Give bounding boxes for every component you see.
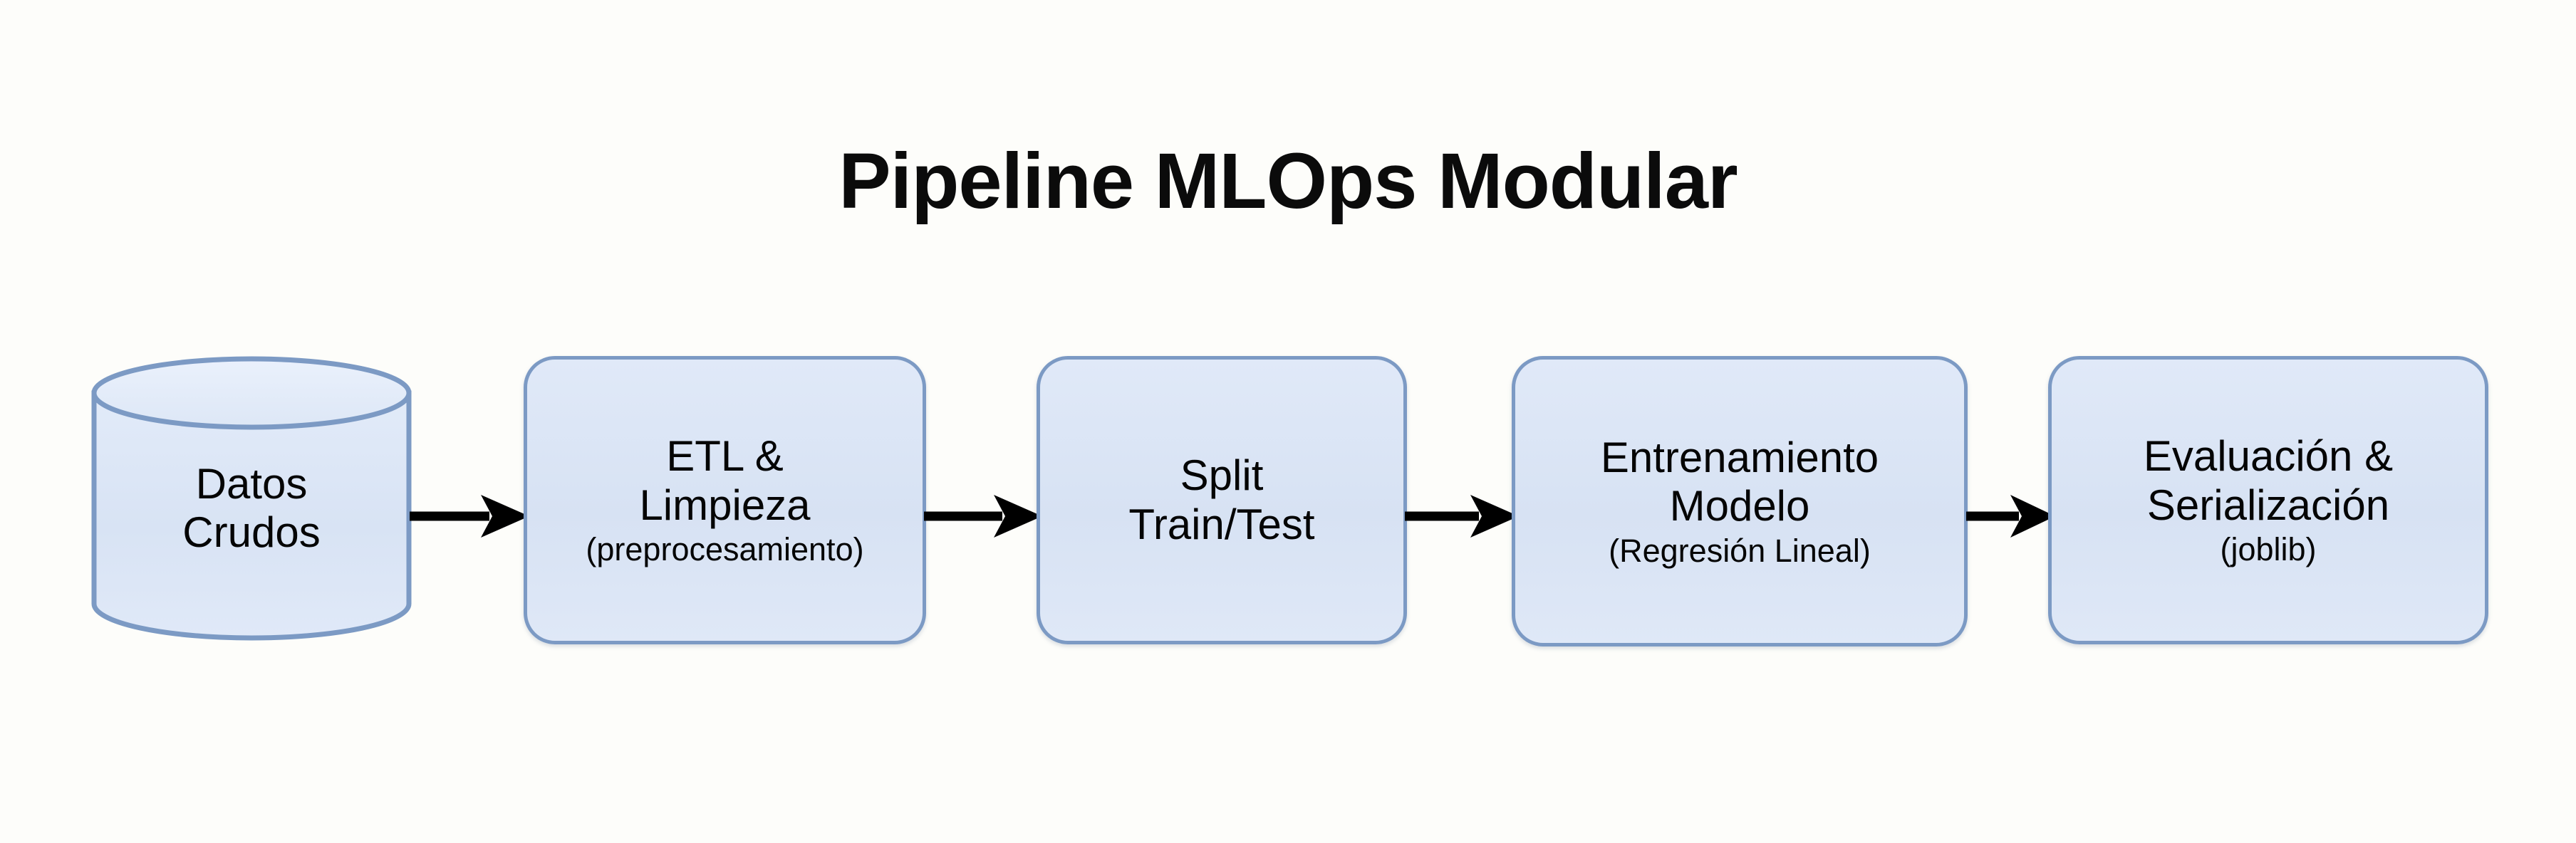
node-split-train-test[interactable]: Split Train/Test xyxy=(1037,356,1407,644)
node-title-line-2: Serialización xyxy=(2146,481,2390,529)
arrow-datos-to-etl xyxy=(410,491,531,541)
node-etl-limpieza[interactable]: ETL & Limpieza (preprocesamiento) xyxy=(524,356,926,644)
node-entrenamiento-modelo[interactable]: Entrenamiento Modelo (Regresión Lineal) xyxy=(1512,356,1968,646)
node-title-line-1: Datos xyxy=(195,459,308,508)
node-datos-crudos-label: Datos Crudos xyxy=(91,356,412,641)
node-title-line-2: Modelo xyxy=(1669,482,1810,530)
page-title: Pipeline MLOps Modular xyxy=(838,137,1738,225)
arrow-entrenamiento-to-evaluacion xyxy=(1966,491,2057,541)
node-title-line-1: Evaluación & xyxy=(2143,432,2394,481)
node-subtitle: (Regresión Lineal) xyxy=(1609,532,1871,569)
node-title-line-2: Limpieza xyxy=(639,481,811,529)
node-subtitle: (joblib) xyxy=(2220,531,2317,568)
cylinder-icon xyxy=(91,356,412,641)
node-title-line-1: Entrenamiento xyxy=(1600,433,1879,481)
node-title-line-1: Split xyxy=(1180,451,1264,500)
pipeline-flow: Datos Crudos ETL & Limpieza (preprocesam… xyxy=(0,356,2576,691)
arrow-split-to-entrenamiento xyxy=(1405,491,1520,541)
arrow-etl-to-split xyxy=(924,491,1044,541)
node-evaluacion-serializacion[interactable]: Evaluación & Serialización (joblib) xyxy=(2048,356,2488,644)
node-subtitle: (preprocesamiento) xyxy=(586,531,864,568)
node-title-line-2: Train/Test xyxy=(1128,500,1315,548)
node-datos-crudos[interactable]: Datos Crudos xyxy=(91,356,412,641)
node-title-line-1: ETL & xyxy=(666,432,784,481)
node-title-line-2: Crudos xyxy=(182,508,321,556)
